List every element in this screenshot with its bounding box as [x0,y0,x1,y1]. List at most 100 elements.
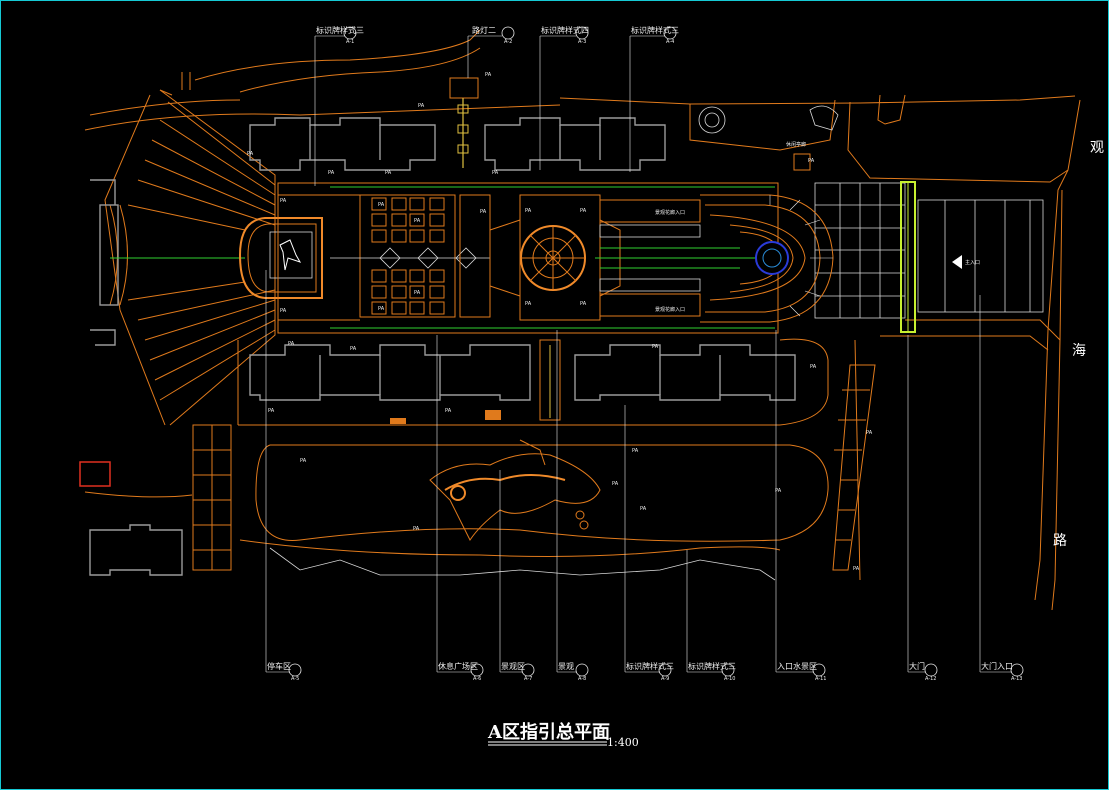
top-path [84,29,561,131]
area-tag: PA [445,408,452,414]
area-tag: PA [525,301,532,307]
road-char-2: 海 [1072,343,1086,359]
left-parking-area [90,72,276,426]
area-tag: PA [268,408,275,414]
callout-bottom-1[interactable]: 停车区 A-5 [266,661,302,682]
drawing-scale: 1:400 [607,736,639,749]
callout-bottom-4[interactable]: 景观 A-8 [557,662,589,682]
area-tag: PA [480,209,487,215]
parking-pavilion [238,217,323,299]
callout-text: 路灯二 [472,25,496,35]
drawing-title-block: A区指引总平面 1:400 [487,721,639,749]
callout-text: 标识牌样式三 [631,25,679,35]
area-tag: PA [418,103,425,109]
left-footbridge [79,424,232,576]
road-char-3: 路 [1053,533,1067,549]
callout-text: 大门入口 [981,661,1013,671]
callout-bottom-2[interactable]: 休息广场区 A-6 [437,661,484,682]
callout-ref: A-5 [291,676,299,682]
bottom-callouts: 停车区 A-5 休息广场区 A-6 景观区 A-7 景观 A-8 标识牌样式三 … [266,661,1024,682]
area-tag: PA [385,170,392,176]
drawing-title: A区指引总平面 [487,721,610,743]
area-tag: PA [775,488,782,494]
area-tag: PA [810,364,817,370]
area-tag: PA [485,72,492,78]
arrow-left-icon [952,255,962,269]
area-tag: PA [414,218,421,224]
road-char-1: 观 [1090,140,1104,156]
plaza-label-bottom: 景观花廊入口 [655,306,685,313]
area-tag: PA [612,481,619,487]
callout-ref: A-7 [524,676,532,682]
callout-text: 大门 [909,661,925,671]
top-buildings [249,117,666,171]
area-tag: PA [525,208,532,214]
callout-text: 入口水景区 [777,661,817,671]
area-tag: PA [853,566,860,572]
lower-park [239,364,876,581]
callout-top-3[interactable]: 标识牌样式四 A-3 [540,25,589,45]
callout-text: 停车区 [267,661,291,671]
area-tag: PA [808,158,815,164]
area-tag: PA [632,448,639,454]
area-tag: PA [580,301,587,307]
area-tag: PA [378,202,385,208]
callout-bottom-6[interactable]: 标识牌样式三 A-10 [687,661,736,682]
callout-bottom-5[interactable]: 标识牌样式三 A-9 [625,661,674,682]
leader-lines [265,36,981,672]
callout-ref: A-1 [346,39,354,45]
callout-ref: A-9 [661,676,669,682]
area-tag: PA [652,344,659,350]
main-entrance-label: 主入口 [965,259,980,266]
callout-text: 休息广场区 [438,661,478,671]
callout-ref: A-3 [578,39,586,45]
area-tag: PA [280,308,287,314]
area-tag: PA [580,208,587,214]
callout-text: 标识牌样式三 [626,661,674,671]
callout-text: 景观区 [501,662,525,671]
area-tag: PA [640,506,647,512]
feature-label: 休闲亭廊 [786,141,806,148]
callout-ref: A-11 [815,676,826,682]
callout-bottom-9[interactable]: 大门入口 A-13 [980,661,1024,682]
top-right-features [698,105,839,171]
area-tag: PA [414,290,421,296]
callout-ref: A-4 [666,39,674,45]
entrance-paving [814,181,1044,333]
callout-bottom-3[interactable]: 景观区 A-7 [500,662,535,682]
callout-text: 标识牌样式三 [688,661,736,671]
plaza-label-top: 景观花廊入口 [655,209,685,216]
callout-bottom-7[interactable]: 入口水景区 A-11 [776,661,826,682]
area-tag: PA [378,306,385,312]
area-tag: PA [350,346,357,352]
area-tag: PA [300,458,307,464]
area-tag: PA [288,341,295,347]
callout-ref: A-12 [925,676,936,682]
top-callouts: 标识牌样式三 A-1 路灯二 A-2 标识牌样式四 A-3 标识牌样式三 A-4 [315,25,679,45]
callout-ref: A-13 [1011,676,1022,682]
central-boulevard [277,182,834,334]
area-tag: PA [328,170,335,176]
main-entrance-marker[interactable]: 主入口 [952,255,980,269]
callout-ref: A-10 [724,676,735,682]
area-tag: PA [492,170,499,176]
callout-text: 标识牌样式四 [541,25,589,35]
callout-top-4[interactable]: 标识牌样式三 A-4 [630,25,679,45]
callout-ref: A-6 [473,676,481,682]
callout-text: 景观 [558,662,574,671]
road-outlines [559,94,1081,611]
callout-bottom-8[interactable]: 大门 A-12 [908,661,938,682]
area-tags: PA PA PA PA PA PA PA PA PA PA PA PA PA P… [247,72,873,572]
lower-buildings [237,338,829,426]
area-tag: PA [866,430,873,436]
callout-text: 标识牌样式三 [316,25,364,35]
callout-top-1[interactable]: 标识牌样式三 A-1 [315,25,364,45]
callout-top-2[interactable]: 路灯二 A-2 [468,25,515,45]
area-tag: PA [247,151,254,157]
area-tag: PA [280,198,287,204]
area-tag: PA [413,526,420,532]
callout-ref: A-2 [504,39,512,45]
callout-ref: A-8 [578,676,586,682]
lamp-walk [449,77,479,168]
